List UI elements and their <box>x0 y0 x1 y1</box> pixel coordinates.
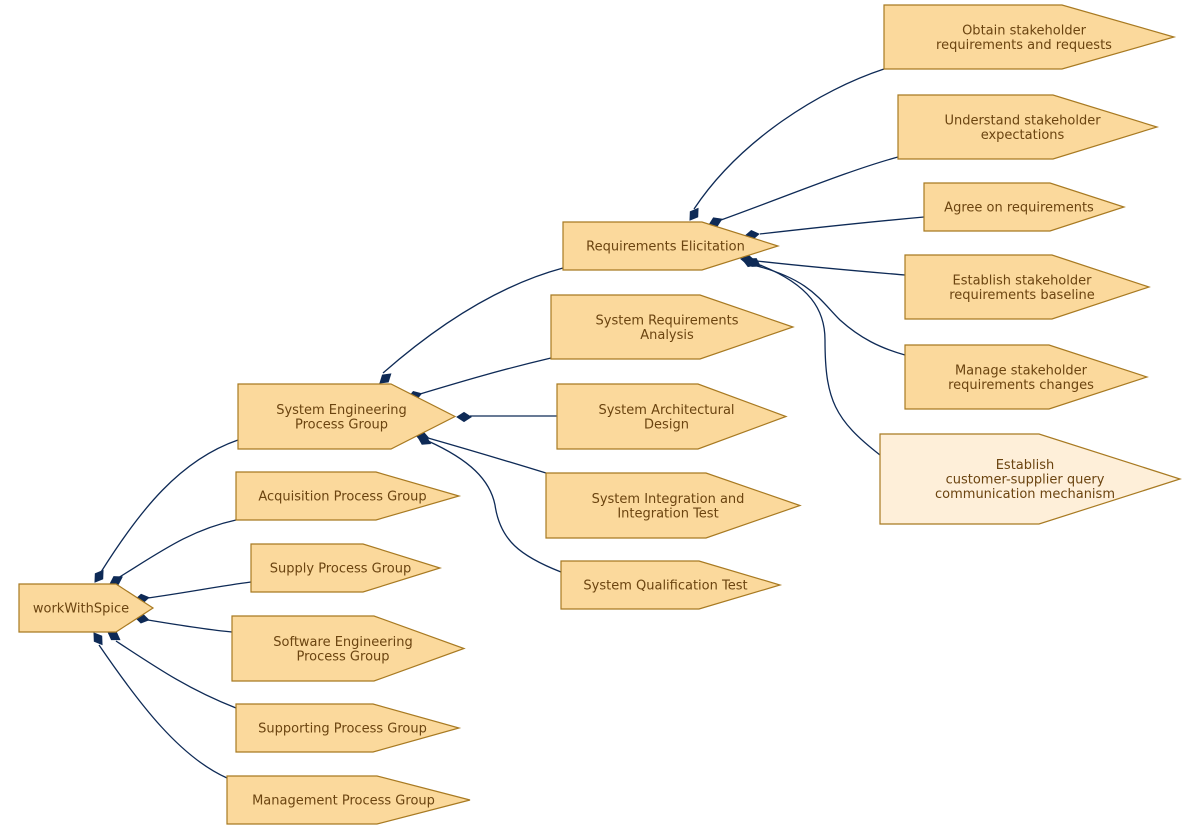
edge-man <box>756 265 906 356</box>
node-label-est: requirements baseline <box>949 288 1095 303</box>
node-shape-und <box>897 94 1160 160</box>
node-shape-agr <box>923 182 1126 232</box>
node-label-root: workWithSpice <box>33 602 129 617</box>
edge-sra <box>419 357 552 395</box>
node-shape-ecs <box>879 433 1182 525</box>
node-sup[interactable]: Supply Process Group <box>250 543 443 593</box>
node-label-ecs: Establish <box>996 458 1055 473</box>
node-shape-seg <box>237 383 457 450</box>
node-shape-man <box>904 344 1149 410</box>
node-label-und: expectations <box>981 128 1065 143</box>
node-label-sit: System Integration and <box>592 492 745 507</box>
node-shape-sup <box>250 543 443 593</box>
edge-est <box>756 260 906 276</box>
node-label-obt: requirements and requests <box>936 38 1112 53</box>
node-label-sra: Analysis <box>640 328 694 343</box>
node-shape-reqel <box>562 221 780 271</box>
node-label-agr: Agree on requirements <box>944 201 1094 216</box>
node-spg[interactable]: Supporting Process Group <box>235 703 462 753</box>
edge-diamond-seg <box>94 569 104 583</box>
edge-agr <box>759 216 925 235</box>
edge-sit <box>427 437 547 474</box>
node-label-mpg: Management Process Group <box>252 794 435 809</box>
node-agr[interactable]: Agree on requirements <box>923 182 1126 232</box>
node-label-seg: Process Group <box>295 417 388 432</box>
edge-obt <box>693 68 885 210</box>
node-shape-spg <box>235 703 462 753</box>
edges-layer <box>93 68 925 779</box>
edge-diamond-mpg <box>93 632 103 646</box>
node-shape-mpg <box>226 775 471 825</box>
node-shape-obt <box>883 4 1177 70</box>
node-shape-swe <box>231 615 466 682</box>
node-label-reqel: Requirements Elicitation <box>586 240 745 255</box>
node-label-sad: System Architectural <box>598 403 734 418</box>
node-mpg[interactable]: Management Process Group <box>226 775 471 825</box>
edge-spg <box>115 640 237 709</box>
node-label-sit: Integration Test <box>617 506 718 521</box>
node-label-swe: Software Engineering <box>273 635 412 650</box>
node-label-sqt: System Qualification Test <box>583 579 747 594</box>
edge-und <box>720 156 899 221</box>
node-shape-sad <box>556 383 788 450</box>
node-label-man: Manage stakeholder <box>955 363 1088 378</box>
node-label-ecs: customer-supplier query <box>946 473 1105 488</box>
edge-diamond-obt <box>689 207 699 221</box>
node-shape-sqt <box>560 560 783 610</box>
node-sqt[interactable]: System Qualification Test <box>560 560 783 610</box>
node-label-obt: Obtain stakeholder <box>962 23 1086 38</box>
edge-diamond-sqt <box>417 435 432 445</box>
node-label-acq: Acquisition Process Group <box>258 490 426 505</box>
node-label-sra: System Requirements <box>596 313 739 328</box>
edge-diamond-reqel <box>379 373 392 384</box>
edge-reqel <box>382 267 564 374</box>
node-label-man: requirements changes <box>948 378 1094 393</box>
node-shape-acq <box>235 471 462 521</box>
edge-diamond-ecs <box>747 258 761 267</box>
node-label-sad: Design <box>644 417 689 432</box>
node-label-und: Understand stakeholder <box>944 113 1101 128</box>
node-label-ecs: communication mechanism <box>935 487 1115 502</box>
node-reqel[interactable]: Requirements Elicitation <box>562 221 780 271</box>
node-label-spg: Supporting Process Group <box>258 722 427 737</box>
edge-acq <box>117 519 237 579</box>
node-root[interactable]: workWithSpice <box>18 583 155 633</box>
edge-sup <box>147 581 252 599</box>
node-shape-est <box>904 254 1151 320</box>
node-label-seg: System Engineering <box>276 403 407 418</box>
node-label-swe: Process Group <box>296 649 389 664</box>
edge-ecs <box>759 264 881 456</box>
node-shape-root <box>18 583 155 633</box>
edge-mpg <box>98 644 228 779</box>
node-shape-sra <box>550 294 795 360</box>
edge-swe <box>147 619 233 633</box>
edge-diamond-sad <box>456 411 472 423</box>
edge-seg <box>100 439 239 573</box>
edge-sqt <box>427 440 562 573</box>
node-shape-sit <box>545 472 802 539</box>
node-label-est: Establish stakeholder <box>953 273 1093 288</box>
node-acq[interactable]: Acquisition Process Group <box>235 471 462 521</box>
node-label-sup: Supply Process Group <box>270 562 411 577</box>
